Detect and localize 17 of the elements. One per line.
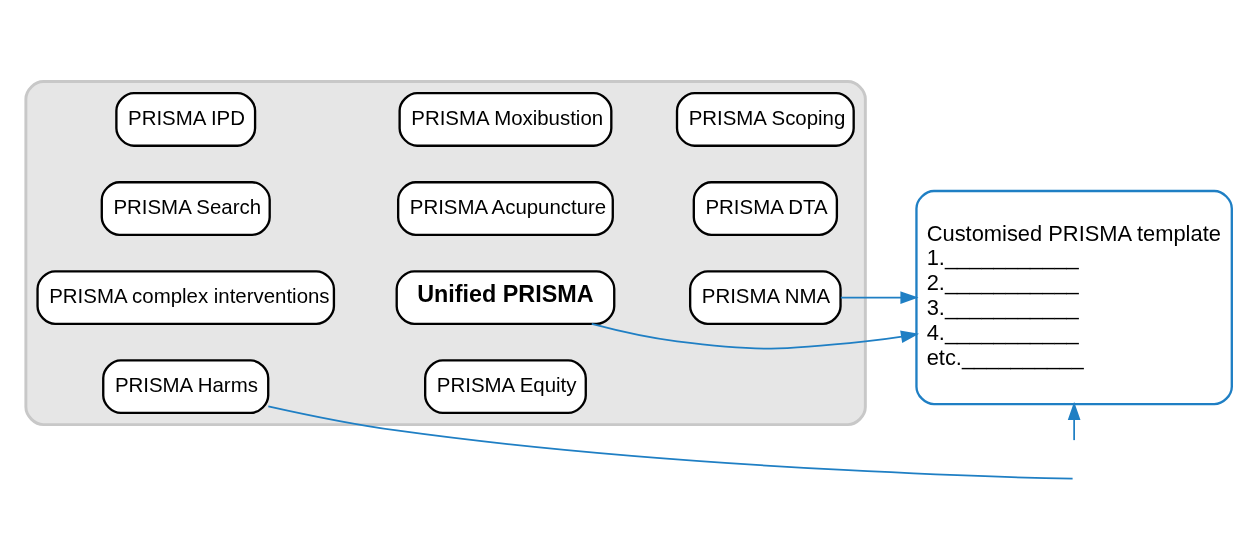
node-box: Unified PRISMA: [395, 269, 616, 325]
arrow: [839, 290, 919, 304]
node-box: PRISMA complex interventions: [36, 269, 336, 325]
node-box: PRISMA IPD: [115, 91, 257, 147]
connector: [267, 404, 1074, 479]
node-box: PRISMA Scoping: [675, 91, 855, 147]
node-box: PRISMA Moxibustion: [398, 91, 613, 147]
cluster: [24, 79, 867, 426]
node-box: PRISMA Equity: [424, 358, 587, 414]
node-box: PRISMA Search: [100, 180, 271, 236]
arrow: [590, 322, 920, 349]
node-box: PRISMA DTA: [692, 180, 839, 236]
node-box: PRISMA Harms: [102, 358, 270, 414]
node-box: PRISMA Acupuncture: [397, 180, 614, 236]
node-box: Customised PRISMA template 1.___________ 2.___________ 3.___________ 4.___________ etc.__________: [915, 189, 1233, 405]
node-box: PRISMA NMA: [689, 269, 842, 325]
arrow: [1067, 401, 1081, 441]
